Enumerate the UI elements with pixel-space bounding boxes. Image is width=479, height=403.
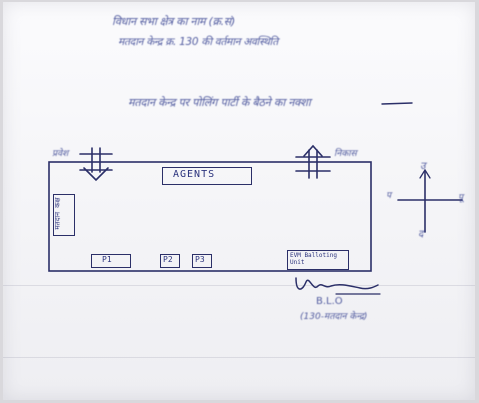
signature-scribble: [295, 277, 379, 290]
agents-label: AGENTS: [173, 169, 216, 180]
evm-box: EVM Balloting Unit: [287, 250, 349, 270]
exit-arrow-icon: [295, 144, 331, 179]
compass-west-label: प: [386, 191, 392, 201]
fold-line: [3, 357, 475, 358]
p3-label: P3: [195, 255, 205, 264]
p3-box: P3: [192, 254, 212, 268]
exit-label: निकास: [334, 149, 357, 159]
agents-box: AGENTS: [162, 167, 252, 185]
entry-label: प्रवेश: [52, 149, 69, 159]
header-line-2: मतदान केन्द्र क्र. 130 की वर्तमान अवस्थि…: [118, 36, 278, 48]
polling-booth-box: मतदान कक्ष: [53, 194, 75, 236]
blo-label: B.L.O: [316, 296, 343, 307]
p2-box: P2: [160, 254, 180, 268]
evm-label: EVM Balloting Unit: [290, 252, 337, 266]
compass-east-label: पू: [458, 193, 464, 203]
fold-line: [3, 285, 475, 286]
header-line-3: मतदान केन्द्र पर पोलिंग पार्टी के बैठने …: [128, 96, 311, 109]
scanned-document: [3, 2, 475, 400]
p2-label: P2: [163, 255, 173, 264]
room-outline: [48, 161, 372, 272]
entry-arrow-icon: [79, 147, 113, 182]
p1-label: P1: [102, 255, 112, 264]
blo-detail: (130-मतदान केन्द्र): [300, 312, 368, 322]
compass-icon: [397, 168, 463, 233]
p1-box: P1: [91, 254, 131, 268]
header-line-1: विधान सभा क्षेत्र का नाम (क्र.सं): [112, 15, 235, 28]
compass-south-label: द: [418, 229, 424, 240]
compass-north-label: उ: [420, 161, 426, 172]
polling-booth-label: मतदान कक्ष: [53, 197, 62, 230]
